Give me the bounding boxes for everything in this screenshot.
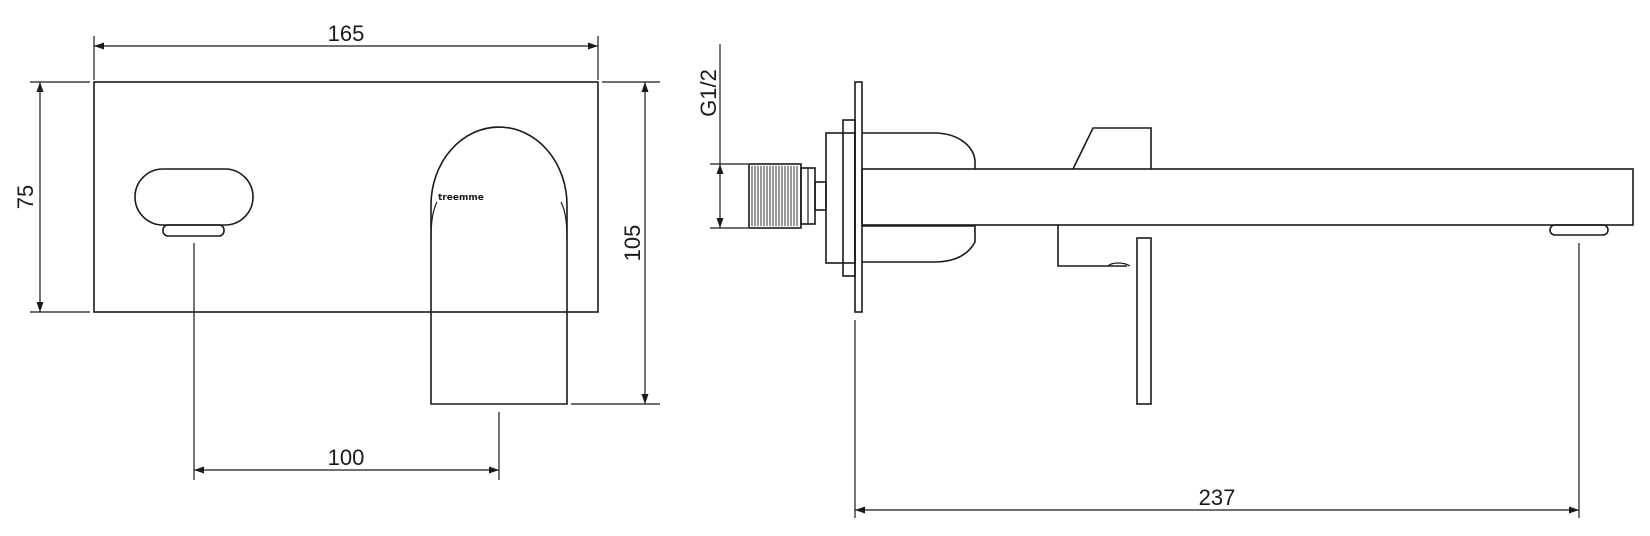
side-wall-plate xyxy=(854,81,863,313)
side-aerator xyxy=(1549,224,1609,236)
dim-width-label: 165 xyxy=(328,21,365,46)
side-flange-inner xyxy=(842,119,856,277)
dim-projection-label: 237 xyxy=(1199,485,1236,510)
dim-thread-label: G1/2 xyxy=(696,69,721,117)
thread-lines xyxy=(751,166,798,226)
front-view: treemme xyxy=(93,81,599,405)
lever-handle xyxy=(134,168,254,226)
side-lever-top xyxy=(1072,127,1152,170)
side-flange-outer xyxy=(825,132,856,264)
spout-body xyxy=(430,126,568,405)
side-lever-plate xyxy=(1136,237,1152,405)
spout-side-line-right xyxy=(560,201,568,241)
side-lever-detail xyxy=(1107,262,1131,267)
wall-plate xyxy=(93,81,599,313)
front-dimensions: 165 75 105 100 xyxy=(13,21,660,480)
dim-height-label: 75 xyxy=(13,185,38,209)
side-spout xyxy=(861,168,1634,226)
spout-side-line-left xyxy=(430,201,438,241)
side-thread-connector xyxy=(748,163,802,229)
brand-mark: treemme xyxy=(438,193,484,203)
side-lever-bottom xyxy=(1057,225,1127,267)
side-rear-housing xyxy=(862,132,976,263)
side-view xyxy=(748,81,1634,405)
dim-center-label: 100 xyxy=(328,445,365,470)
side-nut-ring xyxy=(814,181,827,211)
dim-total-label: 105 xyxy=(620,225,645,262)
side-dimensions: G1/2 237 xyxy=(696,44,1580,518)
lever-base xyxy=(162,224,225,237)
